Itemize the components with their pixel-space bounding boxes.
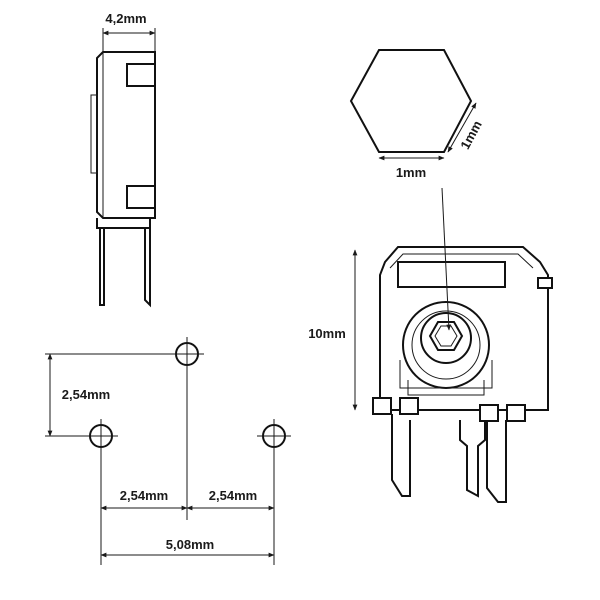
terminal-tab-2 bbox=[399, 397, 419, 415]
front-view: 10mm bbox=[308, 187, 553, 503]
hole-top bbox=[170, 337, 204, 371]
front-top-bevel bbox=[389, 253, 534, 269]
side-upper-tab bbox=[126, 63, 156, 87]
hexagon-outline bbox=[349, 49, 473, 153]
rotor-inner-ring bbox=[411, 310, 481, 380]
terminal-tab-3 bbox=[479, 404, 499, 422]
rotor-hex-socket bbox=[428, 321, 464, 351]
hex-side-dimension-line bbox=[447, 102, 477, 153]
rotor-hex-inner bbox=[434, 325, 458, 347]
front-pin-right bbox=[486, 420, 507, 503]
front-lower-inner-frame bbox=[407, 380, 485, 396]
front-pin-left bbox=[391, 414, 411, 497]
terminal-tab-1 bbox=[372, 397, 392, 415]
rotor-outer-ring bbox=[402, 301, 490, 389]
hole-right bbox=[257, 419, 291, 453]
front-label-window bbox=[397, 261, 506, 288]
pitch-2-label: 2,54mm bbox=[209, 488, 257, 503]
side-shaft-boss bbox=[90, 94, 98, 174]
hex-key-view: 1mm 1mm bbox=[349, 49, 485, 180]
terminal-tab-4 bbox=[506, 404, 526, 422]
hole-left bbox=[84, 419, 118, 453]
side-pin-left bbox=[99, 228, 105, 306]
footprint-view: 2,54mm 2,54mm 2,54mm 5,08mm bbox=[45, 337, 291, 565]
pitch-1-label: 2,54mm bbox=[120, 488, 168, 503]
vertical-pitch-label: 2,54mm bbox=[62, 387, 110, 402]
front-side-clip bbox=[537, 277, 553, 289]
height-label: 10mm bbox=[308, 326, 346, 341]
hex-side-label: 1mm bbox=[457, 118, 484, 152]
front-body-outline bbox=[379, 246, 549, 411]
side-lower-tab bbox=[126, 185, 156, 209]
front-pin-middle bbox=[459, 420, 486, 498]
side-view: 4,2mm bbox=[90, 11, 156, 308]
rotor-hub bbox=[420, 312, 472, 364]
side-base bbox=[96, 218, 151, 229]
hex-callout-leader bbox=[441, 187, 452, 331]
side-pin-right bbox=[144, 228, 151, 308]
hex-width-label: 1mm bbox=[396, 165, 426, 180]
front-lower-frame bbox=[399, 360, 493, 389]
side-width-label: 4,2mm bbox=[105, 11, 146, 26]
total-pitch-label: 5,08mm bbox=[166, 537, 214, 552]
